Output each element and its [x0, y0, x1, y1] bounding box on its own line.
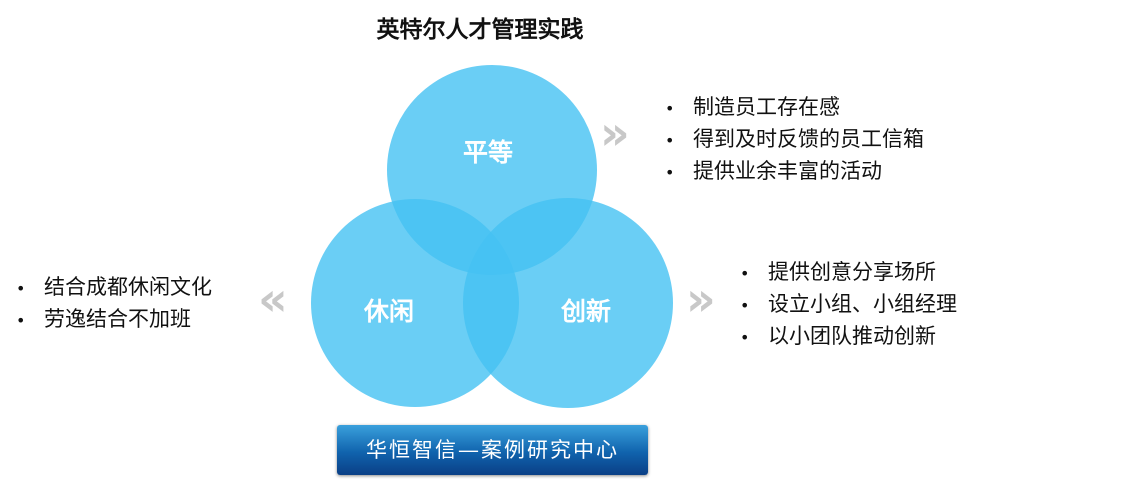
list-item: 得到及时反馈的员工信箱 [665, 124, 924, 156]
equality-list: 制造员工存在感 得到及时反馈的员工信箱 提供业余丰富的活动 [665, 92, 924, 188]
chevron-right-icon: » [600, 106, 629, 160]
circle-label-innovation: 创新 [561, 297, 612, 326]
circle-label-equality: 平等 [463, 138, 514, 167]
list-item: 提供业余丰富的活动 [665, 156, 924, 188]
circle-leisure [311, 199, 519, 407]
chevron-left-icon: « [258, 272, 287, 326]
chevron-right-icon: » [686, 272, 715, 326]
list-item: 劳逸结合不加班 [16, 304, 212, 336]
page-title: 英特尔人才管理实践 [376, 17, 584, 43]
leisure-list: 结合成都休闲文化 劳逸结合不加班 [16, 272, 212, 336]
circle-innovation [463, 198, 673, 408]
list-item: 结合成都休闲文化 [16, 272, 212, 304]
list-item: 提供创意分享场所 [740, 257, 957, 289]
list-item: 制造员工存在感 [665, 92, 924, 124]
list-item: 以小团队推动创新 [740, 321, 957, 353]
circle-label-leisure: 休闲 [364, 297, 415, 326]
innovation-list: 提供创意分享场所 设立小组、小组经理 以小团队推动创新 [740, 257, 957, 353]
source-banner: 华恒智信—案例研究中心 [337, 425, 648, 475]
list-item: 设立小组、小组经理 [740, 289, 957, 321]
